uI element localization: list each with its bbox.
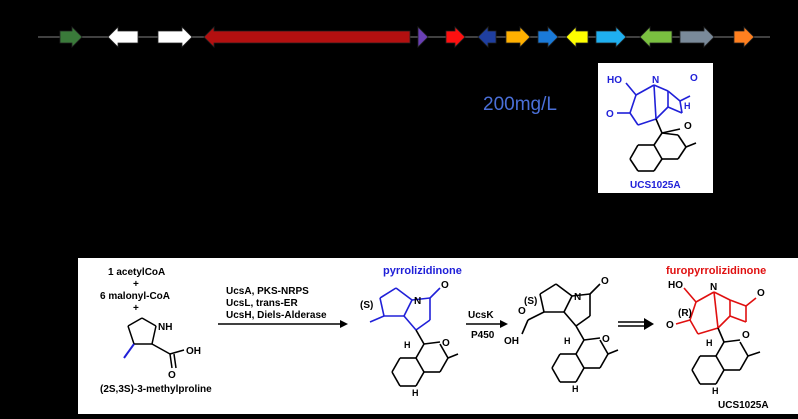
gene-cluster [38, 26, 770, 48]
methylproline-nh: NH [158, 322, 172, 333]
enzyme-p450: P450 [471, 330, 495, 341]
intermediate1-n: N [414, 296, 421, 307]
ucs1025a-structure: HO N O O O H UCS1025A [606, 73, 698, 191]
intermediate1-stereo: (S) [360, 300, 373, 311]
intermediate2-o-acid: O [518, 306, 526, 317]
gene-arrow-12 [639, 26, 673, 48]
gene-arrow-10 [565, 26, 589, 48]
methylproline-name: (2S,3S)-3-methylproline [100, 384, 212, 395]
intermediate1-title: pyrrolizidinone [383, 265, 462, 277]
gene-arrow-5 [417, 26, 429, 48]
scheme-canvas: 1 acetylCoA + 6 malonyl-CoA + NH OH O (2… [100, 265, 769, 411]
product-n: N [710, 282, 717, 293]
enzyme-ucsl: UcsL, trans-ER [226, 298, 298, 309]
enzyme-ucsa: UcsA, PKS-NRPS [226, 286, 309, 297]
intermediate1-o-side: O [442, 338, 450, 349]
enzyme-ucsh: UcsH, Diels-Alderase [226, 310, 327, 321]
intermediate2-n: N [574, 292, 581, 303]
product-h1: H [706, 338, 713, 348]
product-stereo: (R) [678, 308, 692, 319]
gene-arrow-7 [477, 26, 497, 48]
gene-arrow-9 [537, 26, 559, 48]
gene-arrow-14 [733, 26, 755, 48]
production-titer: 200mg/L [483, 94, 557, 115]
intermediate2-stereo: (S) [524, 296, 537, 307]
intermediate1-o-top: O [441, 280, 449, 291]
ucs1025a-ho-label: HO [607, 75, 622, 86]
precursor-acetylcoa: 1 acetylCoA [108, 267, 165, 278]
precursor-plus-1: + [133, 279, 139, 290]
gene-arrow-4 [203, 26, 411, 48]
gene-arrow-1 [59, 26, 83, 48]
intermediate2-o-top: O [601, 276, 609, 287]
methylproline-oh: OH [186, 346, 201, 357]
ucs1025a-n-label: N [652, 75, 659, 86]
product-o-top: O [757, 288, 765, 299]
intermediate2-h2: H [572, 384, 579, 394]
gene-arrow-3 [157, 26, 193, 48]
biosynthesis-scheme: 1 acetylCoA + 6 malonyl-CoA + NH OH O (2… [78, 258, 798, 414]
precursor-plus-2: + [133, 303, 139, 314]
intermediate2-oh: OH [504, 336, 519, 347]
gene-arrow-11 [595, 26, 627, 48]
gene-arrow-13 [679, 26, 715, 48]
ucs1025a-name: UCS1025A [630, 180, 681, 191]
intermediate1-h1: H [404, 340, 411, 350]
ucs1025a-structure-card: HO N O O O H UCS1025A [598, 63, 713, 193]
gene-arrow-6 [445, 26, 466, 48]
intermediate2-o-side: O [602, 334, 610, 345]
ucs1025a-h-label: H [684, 101, 691, 111]
product-o-side: O [742, 330, 750, 341]
precursor-malonylcoa: 6 malonyl-CoA [100, 291, 170, 302]
product-name: UCS1025A [718, 400, 769, 411]
enzyme-ucsk: UcsK [468, 310, 494, 321]
gene-arrow-8 [505, 26, 531, 48]
methylproline-o: O [168, 370, 176, 381]
gene-arrow-2 [107, 26, 139, 48]
ucs1025a-o2-label: O [606, 109, 614, 120]
product-o-ring: O [666, 320, 674, 331]
ucs1025a-o3-label: O [684, 121, 692, 132]
ucs1025a-o1-label: O [690, 73, 698, 84]
product-ho: HO [668, 280, 683, 291]
intermediate1-h2: H [412, 388, 419, 398]
product-h2: H [712, 386, 719, 396]
product-title: furopyrrolizidinone [666, 265, 766, 277]
intermediate2-h1: H [564, 336, 571, 346]
